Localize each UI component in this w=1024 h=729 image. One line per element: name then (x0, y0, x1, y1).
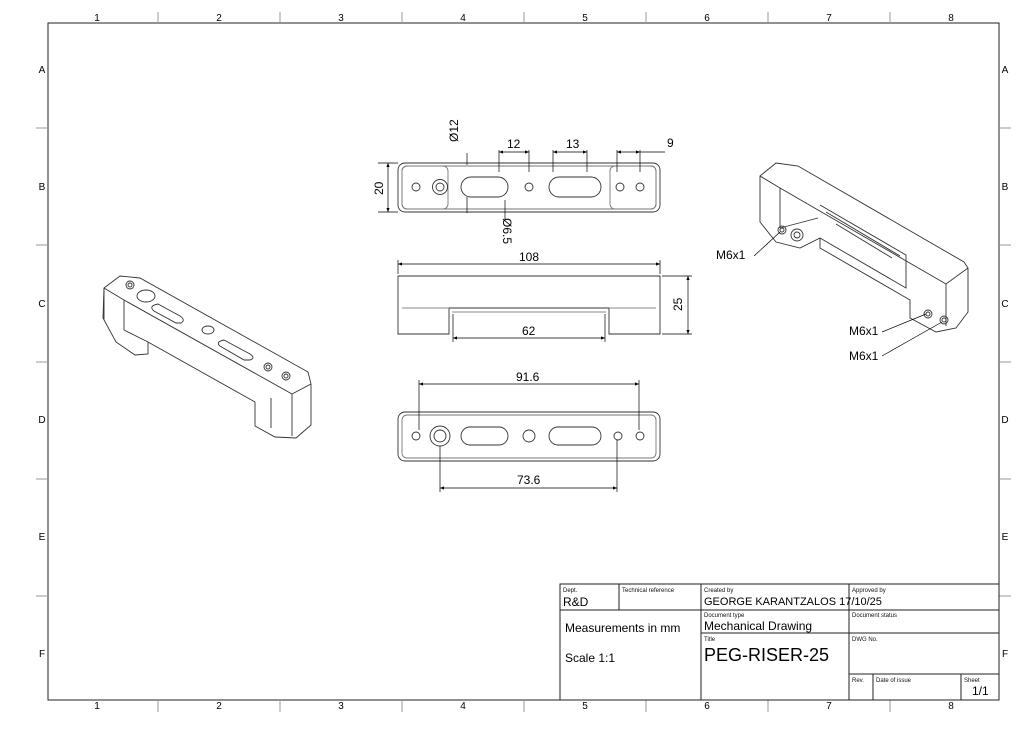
thread-callout-2: M6x1 (849, 324, 879, 338)
zone-row-d: D (38, 415, 46, 426)
dim-dia-6-5: Ø6.5 (500, 218, 514, 245)
dim-13: 13 (566, 137, 580, 151)
zone-col-5-bottom: 5 (582, 701, 588, 712)
dim-9: 9 (667, 136, 674, 150)
dwg-label: DWG No. (852, 637, 878, 643)
zone-col-8: 8 (948, 13, 954, 24)
zone-col-4-bottom: 4 (460, 701, 466, 712)
tech-ref-label: Technical reference (622, 588, 675, 594)
dim-12: 12 (507, 137, 521, 151)
zone-row-a-right: A (1001, 65, 1009, 76)
drawing-title: PEG-RISER-25 (704, 645, 830, 665)
dim-20: 20 (372, 181, 386, 195)
doc-type-label: Document type (704, 613, 745, 619)
top-view-dims (378, 150, 665, 220)
dim-62: 62 (522, 324, 536, 338)
isometric-view-right (759, 162, 969, 333)
zone-col-7-bottom: 7 (826, 701, 832, 712)
doc-status-label: Document status (852, 613, 898, 619)
sheet-value: 1/1 (972, 684, 989, 698)
zone-col-7: 7 (826, 13, 832, 24)
doc-type-value: Mechanical Drawing (704, 619, 813, 633)
zone-col-5: 5 (582, 13, 588, 24)
zone-row-d-right: D (1001, 415, 1009, 426)
bottom-view-dims (418, 380, 640, 492)
title-block (559, 583, 1000, 701)
dim-25: 25 (671, 297, 685, 311)
zone-row-b: B (38, 182, 46, 193)
dim-108: 108 (519, 250, 540, 264)
zone-col-2-bottom: 2 (216, 701, 222, 712)
zone-col-1: 1 (94, 13, 100, 24)
created-by-value: GEORGE KARANTZALOS 17/10/25 (704, 596, 882, 608)
dept-value: R&D (563, 595, 589, 609)
zone-col-4: 4 (460, 13, 466, 24)
front-view (397, 275, 661, 335)
zone-col-6: 6 (704, 13, 710, 24)
zone-row-e: E (38, 532, 46, 543)
front-view-dims (397, 260, 692, 342)
dim-73-6: 73.6 (517, 473, 541, 487)
date-of-issue-label: Date of issue (876, 678, 912, 684)
isometric-view-left (102, 275, 312, 439)
zone-row-f: F (38, 649, 46, 660)
zone-col-1-bottom: 1 (94, 701, 100, 712)
zone-col-3: 3 (338, 13, 344, 24)
dim-dia-12: Ø12 (447, 119, 461, 142)
measurements-note: Measurements in mm (565, 621, 681, 635)
sheet-label: Sheet (964, 678, 980, 684)
scale-note: Scale 1:1 (565, 651, 616, 665)
zone-col-2: 2 (216, 13, 222, 24)
zone-ticks (36, 12, 1011, 712)
callout-leaders (753, 231, 943, 357)
title-label: Title (704, 637, 716, 643)
rev-label: Rev. (852, 678, 864, 684)
zone-row-b-right: B (1001, 182, 1009, 193)
zone-row-c: C (38, 299, 46, 310)
bottom-view (397, 411, 661, 462)
zone-row-e-right: E (1001, 532, 1009, 543)
dim-91-6: 91.6 (516, 370, 540, 384)
approved-by-label: Approved by (852, 588, 886, 594)
created-by-label: Created by (704, 588, 734, 594)
zone-row-f-right: F (1001, 649, 1009, 660)
zone-col-8-bottom: 8 (948, 701, 954, 712)
zone-row-a: A (38, 65, 46, 76)
zone-row-c-right: C (1001, 299, 1009, 310)
thread-callout-1: M6x1 (716, 248, 746, 262)
zone-col-6-bottom: 6 (704, 701, 710, 712)
zone-col-3-bottom: 3 (338, 701, 344, 712)
dept-label: Dept. (563, 588, 578, 594)
thread-callout-3: M6x1 (849, 349, 879, 363)
